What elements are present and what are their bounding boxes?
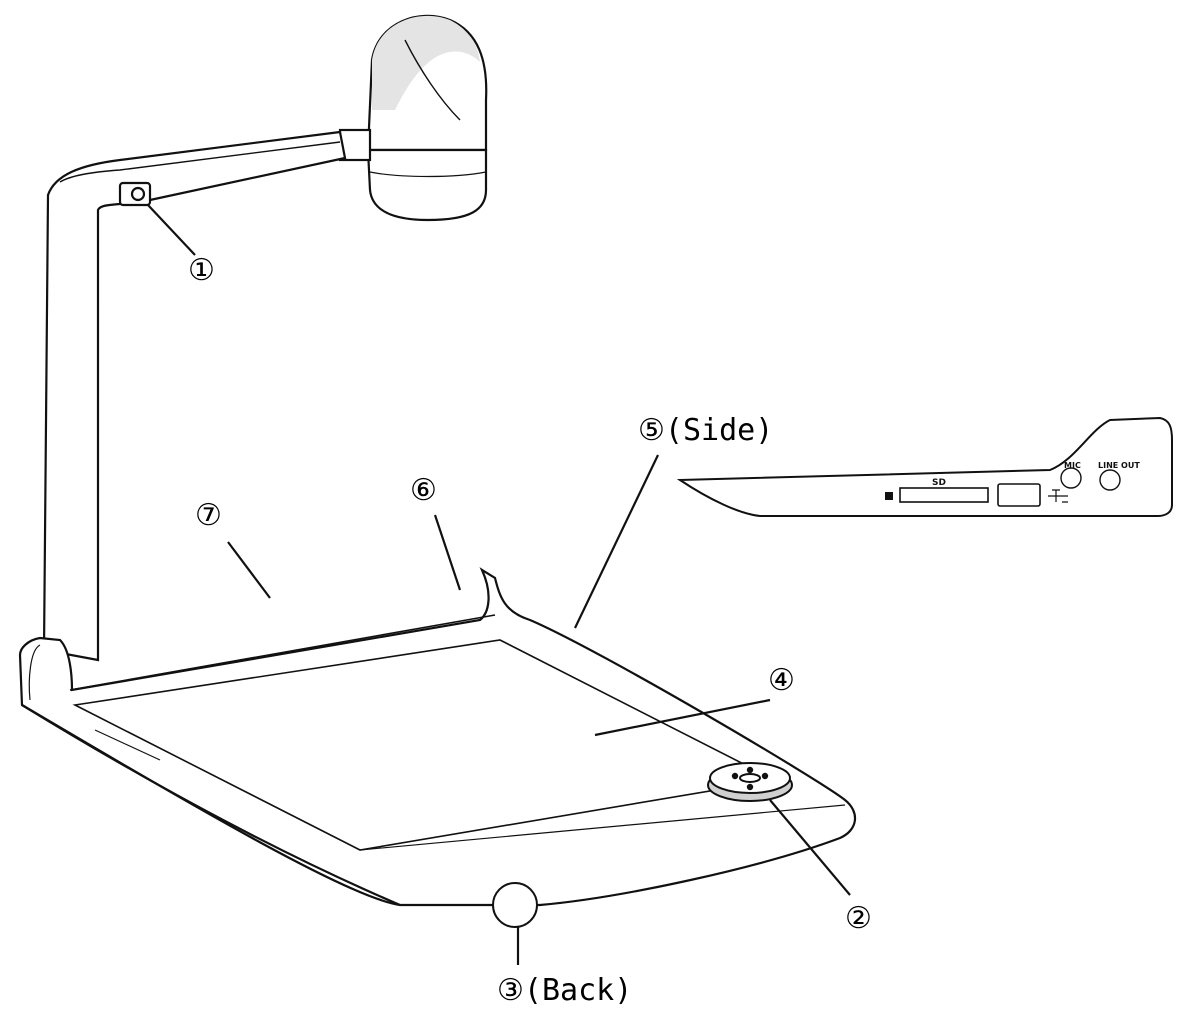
- sd-slot-label: SD: [932, 478, 946, 488]
- callout-6: ⑥: [410, 473, 437, 508]
- leader-line-1: [147, 204, 196, 256]
- leader-lines: [147, 204, 851, 965]
- leader-line-5: [574, 454, 659, 629]
- base-stage: [18, 567, 856, 907]
- back-connector-marker: [492, 882, 538, 928]
- leader-line-4: [594, 698, 771, 737]
- callout-2: ②: [845, 901, 872, 936]
- leader-line-6: [433, 514, 462, 591]
- mic-jack-label: MIC: [1064, 461, 1081, 470]
- lineout-jack-label: LINE OUT: [1098, 461, 1140, 470]
- side-panel-inset: [676, 416, 1173, 517]
- callout-1: ①: [188, 253, 215, 288]
- callout-3: ③(Back): [497, 973, 632, 1008]
- callout-4: ④: [768, 663, 795, 698]
- callout-7: ⑦: [195, 498, 222, 533]
- callout-5: ⑤(Side): [638, 413, 773, 448]
- camera-head: [338, 14, 488, 222]
- leader-line-2: [769, 799, 851, 896]
- camera-arm: [42, 130, 347, 662]
- control-dial: [707, 762, 793, 802]
- leader-line-7: [227, 541, 271, 599]
